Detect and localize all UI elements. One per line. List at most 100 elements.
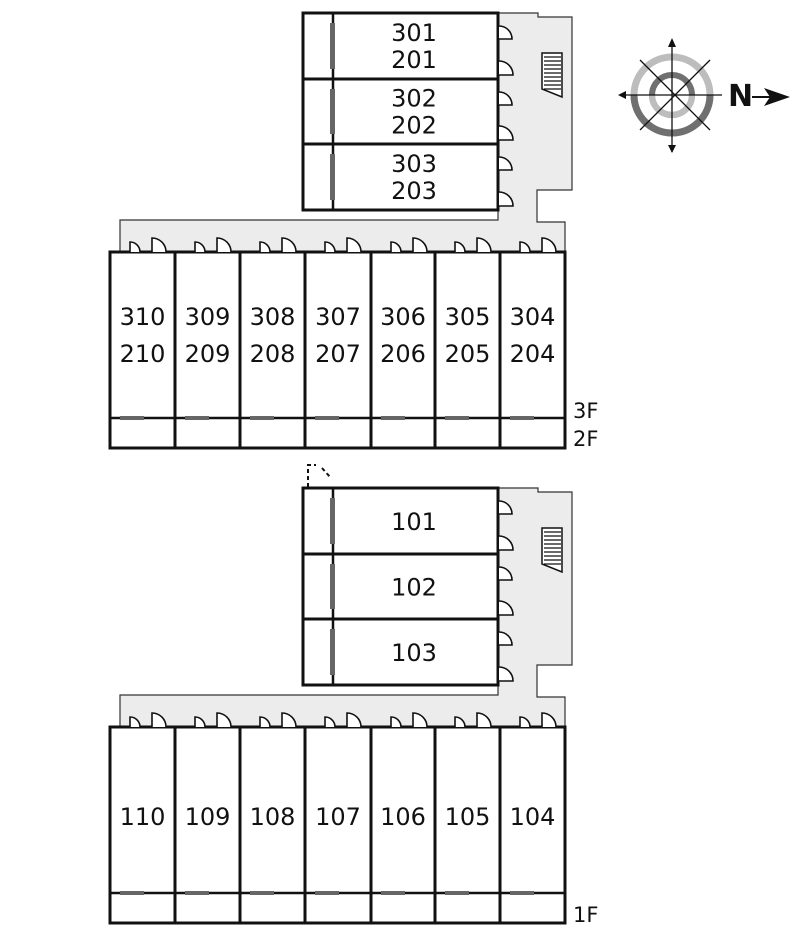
north-label: N — [728, 79, 753, 114]
door-icon — [129, 716, 141, 728]
compass-rose-icon: N — [618, 38, 790, 153]
window-icon — [120, 891, 144, 895]
unit-number: 104 — [510, 803, 556, 831]
window-icon — [510, 416, 534, 420]
door-icon — [498, 535, 514, 551]
unit-number: 101 — [391, 508, 437, 536]
floor-label: 2F — [573, 427, 598, 451]
door-icon — [498, 500, 513, 515]
unit-number: 204 — [510, 340, 556, 368]
row-block — [108, 250, 567, 450]
unit-number: 108 — [250, 803, 296, 831]
unit-number: 304 — [510, 303, 556, 331]
window-icon — [250, 891, 274, 895]
door-icon — [281, 712, 297, 728]
door-icon — [324, 716, 336, 728]
door-icon — [454, 716, 466, 728]
door-icon — [390, 241, 402, 253]
unit-number: 307 — [315, 303, 361, 331]
door-icon — [259, 716, 271, 728]
unit-number: 103 — [391, 639, 437, 667]
door-icon — [498, 91, 513, 106]
window-icon — [120, 416, 144, 420]
window-icon — [381, 891, 405, 895]
stairs-icon — [541, 52, 563, 99]
unit-number: 208 — [250, 340, 296, 368]
door-icon — [476, 712, 492, 728]
window-icon — [381, 416, 405, 420]
north-arrow-icon — [764, 88, 790, 106]
unit-number: 310 — [120, 303, 166, 331]
unit-number: 308 — [250, 303, 296, 331]
common-corridor — [119, 12, 573, 253]
common-corridor — [119, 487, 573, 728]
door-icon — [476, 237, 492, 253]
door-icon — [346, 237, 362, 253]
window-icon — [330, 154, 335, 200]
window-icon — [185, 416, 209, 420]
unit-number: 205 — [445, 340, 491, 368]
row-block — [108, 725, 567, 925]
window-icon — [510, 891, 534, 895]
window-icon — [315, 416, 339, 420]
door-icon — [454, 241, 466, 253]
door-icon — [498, 125, 514, 141]
window-icon — [185, 891, 209, 895]
door-icon — [498, 600, 514, 616]
wing-block — [301, 11, 500, 212]
unit-number: 202 — [391, 112, 437, 140]
unit-number: 306 — [380, 303, 426, 331]
unit-number: 309 — [185, 303, 231, 331]
window-icon — [330, 23, 335, 69]
door-icon — [541, 237, 557, 253]
door-icon — [519, 241, 531, 253]
floor-label: 3F — [573, 399, 598, 423]
unit-number: 301 — [391, 19, 437, 47]
window-icon — [250, 416, 274, 420]
door-icon — [498, 631, 513, 646]
unit-number: 210 — [120, 340, 166, 368]
door-icon — [412, 712, 428, 728]
door-icon — [498, 25, 513, 40]
unit-number: 110 — [120, 803, 166, 831]
door-icon — [151, 712, 167, 728]
door-icon — [498, 666, 514, 682]
unit-number: 303 — [391, 150, 437, 178]
door-icon — [194, 241, 206, 253]
unit-number: 109 — [185, 803, 231, 831]
floor-label: 1F — [573, 903, 598, 927]
door-icon — [281, 237, 297, 253]
window-icon — [315, 891, 339, 895]
window-icon — [330, 564, 335, 609]
door-icon — [390, 716, 402, 728]
unit-number: 102 — [391, 574, 437, 602]
window-icon — [330, 498, 335, 544]
unit-number: 302 — [391, 85, 437, 113]
window-icon — [330, 629, 335, 675]
window-icon — [445, 891, 469, 895]
door-icon — [412, 237, 428, 253]
door-icon — [519, 716, 531, 728]
door-icon — [498, 566, 513, 581]
entrance-door-icon — [307, 464, 331, 487]
door-icon — [151, 237, 167, 253]
unit-number: 206 — [380, 340, 426, 368]
door-icon — [216, 712, 232, 728]
compass-line — [639, 59, 711, 131]
unit-number: 107 — [315, 803, 361, 831]
unit-number: 305 — [445, 303, 491, 331]
door-icon — [498, 191, 514, 207]
upper_plan: 3012013022023032033102103092093082083072… — [108, 11, 598, 451]
unit-number: 203 — [391, 177, 437, 205]
door-icon — [346, 712, 362, 728]
door-icon — [498, 156, 513, 171]
door-icon — [194, 716, 206, 728]
door-icon — [498, 60, 514, 76]
door-icon — [324, 241, 336, 253]
unit-number: 201 — [391, 46, 437, 74]
unit-number: 105 — [445, 803, 491, 831]
door-icon — [216, 237, 232, 253]
door-icon — [129, 241, 141, 253]
